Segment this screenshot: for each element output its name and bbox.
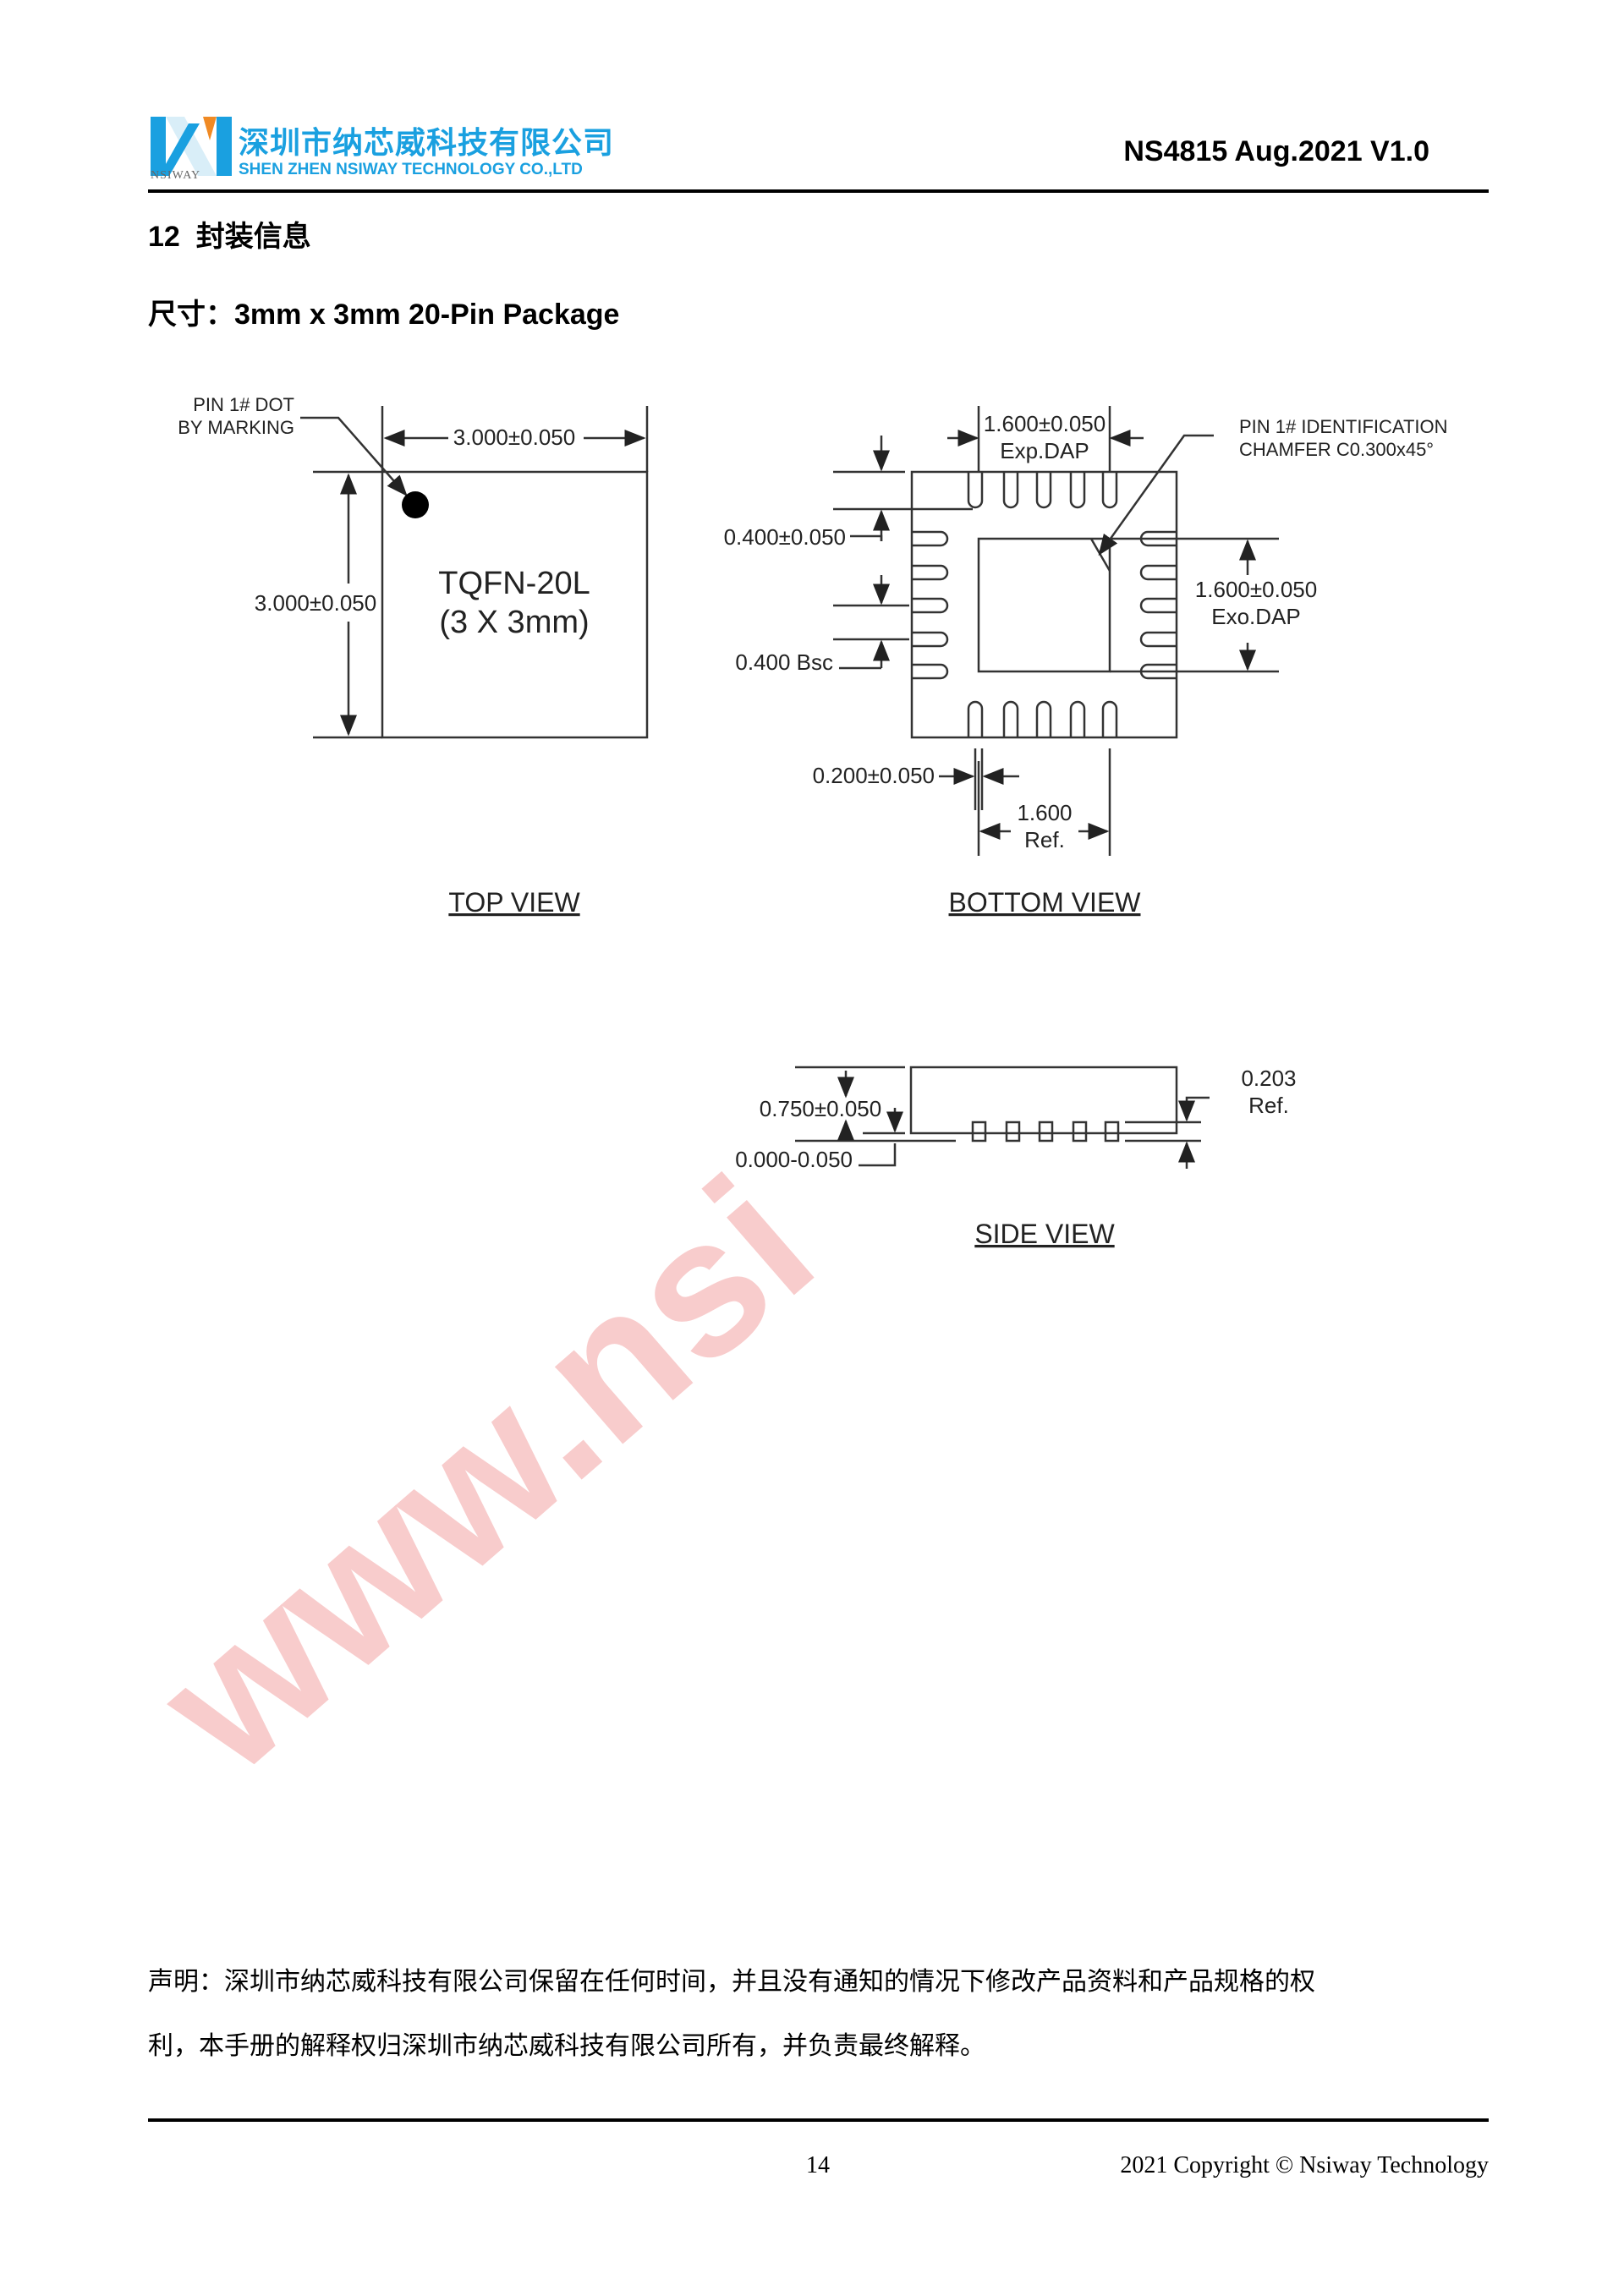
header-divider bbox=[148, 189, 1489, 193]
disclaimer-line-2: 利，本手册的解释权归深圳市纳芯威科技有限公司所有，并负责最终解释。 bbox=[148, 2031, 985, 2061]
pin1-dot-icon bbox=[402, 491, 429, 518]
top-view-caption: TOP VIEW bbox=[448, 887, 580, 918]
pin-width-dim: 0.200±0.050 bbox=[813, 763, 935, 788]
package-name: TQFN-20L bbox=[438, 566, 590, 601]
bottom-view-caption: BOTTOM VIEW bbox=[949, 887, 1142, 918]
nsiway-logo-icon bbox=[151, 117, 232, 176]
page-number: 14 bbox=[806, 2152, 830, 2178]
company-name-en: SHEN ZHEN NSIWAY TECHNOLOGY CO.,LTD bbox=[239, 161, 583, 178]
height-dim: 0.750±0.050 bbox=[760, 1096, 881, 1121]
document-id: NS4815 Aug.2021 V1.0 bbox=[1123, 135, 1429, 167]
ref-label: Ref. bbox=[1024, 827, 1065, 852]
top-view bbox=[300, 406, 649, 739]
side-ref-label: Ref. bbox=[1248, 1093, 1289, 1118]
standoff-dim: 0.000-0.050 bbox=[735, 1147, 853, 1172]
pin-length-dim: 0.400±0.050 bbox=[724, 524, 846, 550]
pin1-id-label-1: PIN 1# IDENTIFICATION bbox=[1239, 416, 1448, 437]
ref-dim: 1.600 bbox=[1017, 800, 1072, 825]
dap-height-dim: 1.600±0.050 bbox=[1195, 577, 1317, 602]
section-subtitle: 尺寸：3mm x 3mm 20-Pin Package bbox=[148, 299, 620, 331]
pin-pitch-dim: 0.400 Bsc bbox=[735, 649, 833, 675]
dap-height-label: Exo.DAP bbox=[1211, 604, 1301, 629]
section-title: 12 封装信息 bbox=[148, 221, 311, 253]
pin1-label-2: BY MARKING bbox=[178, 417, 294, 438]
side-ref-dim: 0.203 bbox=[1241, 1066, 1296, 1091]
pin1-label-1: PIN 1# DOT bbox=[193, 394, 294, 415]
footer-divider bbox=[148, 2118, 1489, 2122]
bottom-view bbox=[833, 406, 1279, 856]
top-width-dim: 3.000±0.050 bbox=[453, 425, 575, 450]
company-name-cn: 深圳市纳芯威科技有限公司 bbox=[239, 126, 615, 161]
side-view-caption: SIDE VIEW bbox=[974, 1219, 1115, 1249]
dap-width-dim: 1.600±0.050 bbox=[984, 411, 1106, 436]
package-size: (3 X 3mm) bbox=[439, 605, 589, 640]
pin1-id-label-2: CHAMFER C0.300x45° bbox=[1239, 439, 1434, 460]
disclaimer-line-1: 声明：深圳市纳芯威科技有限公司保留在任何时间，并且没有通知的情况下修改产品资料和… bbox=[148, 1967, 1315, 1997]
side-view bbox=[795, 1066, 1210, 1169]
logo-subtext: NSIWAY bbox=[151, 169, 201, 182]
top-height-dim: 3.000±0.050 bbox=[255, 590, 376, 616]
dap-width-label: Exp.DAP bbox=[1000, 438, 1089, 463]
package-drawing: PIN 1# DOT BY MARKING 3.000±0.050 3.000±… bbox=[178, 394, 1448, 1249]
copyright: 2021 Copyright © Nsiway Technology bbox=[1120, 2152, 1489, 2178]
